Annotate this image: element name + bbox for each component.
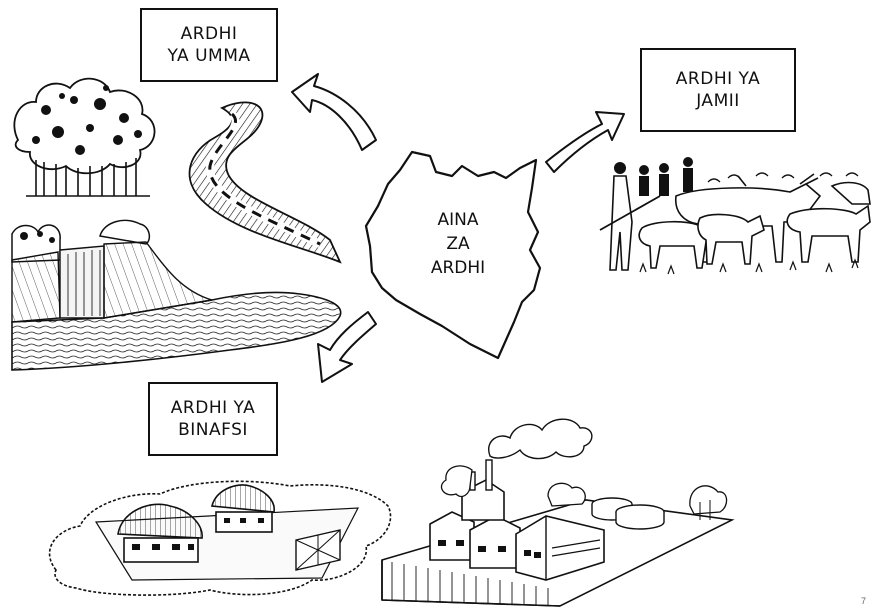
private-land-label-line1: ARDHI YA <box>171 397 255 419</box>
central-title: AINA ZA ARDHI <box>398 208 518 280</box>
cattle-illustration <box>639 173 870 268</box>
arrow-to-community-land <box>546 112 624 172</box>
central-title-line3: ARDHI <box>398 256 518 280</box>
private-land-label-line2: BINAFSI <box>178 419 248 441</box>
public-land-label-box: ARDHI YA UMMA <box>140 8 278 82</box>
private-land-label-box: ARDHI YA BINAFSI <box>148 382 278 456</box>
public-land-label-line1: ARDHI <box>181 23 238 45</box>
factory-illustration <box>382 419 732 606</box>
central-title-line2: ZA <box>398 232 518 256</box>
community-land-label-box: ARDHI YA JAMII <box>640 48 796 132</box>
community-land-label-line1: ARDHI YA <box>676 68 760 90</box>
road-illustration <box>190 102 340 262</box>
community-land-label-line2: JAMII <box>696 90 740 112</box>
page-number: 7 <box>861 596 866 606</box>
homestead-illustration <box>50 481 391 595</box>
forest-illustration <box>14 79 154 196</box>
arrow-to-public-land <box>292 74 376 150</box>
central-title-line1: AINA <box>398 208 518 232</box>
public-land-label-line2: YA UMMA <box>167 45 250 67</box>
